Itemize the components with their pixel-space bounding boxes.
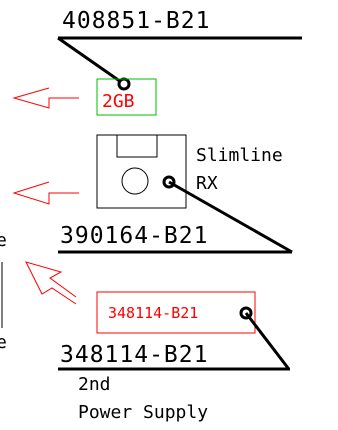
power-label-line1: 2nd xyxy=(78,374,111,395)
floppy-drive-icon xyxy=(96,134,187,209)
drive-label-line1: Slimline xyxy=(196,145,283,166)
callout-dot-icon xyxy=(117,77,131,91)
clipped-left-letter-top: e xyxy=(0,230,7,251)
top-leader-line xyxy=(57,36,125,86)
part-number-middle: 390164-B21 xyxy=(60,223,208,249)
power-label-line2: Power Supply xyxy=(78,402,208,423)
bottom-leader-line xyxy=(244,312,290,369)
boxed-part-label: 348114-B21 xyxy=(108,304,198,322)
arrow-left-icon xyxy=(12,87,79,109)
clipped-left-letter-bottom: e xyxy=(0,332,7,353)
arrow-left-icon xyxy=(25,261,77,305)
arrow-left-icon xyxy=(12,181,79,205)
memory-box xyxy=(96,78,157,116)
drive-label-line2: RX xyxy=(196,173,218,194)
part-number-bottom: 348114-B21 xyxy=(60,342,208,368)
middle-leader-line xyxy=(168,180,293,254)
part-box xyxy=(96,291,256,334)
part-number-top: 408851-B21 xyxy=(62,8,210,34)
memory-label: 2GB xyxy=(102,91,135,112)
